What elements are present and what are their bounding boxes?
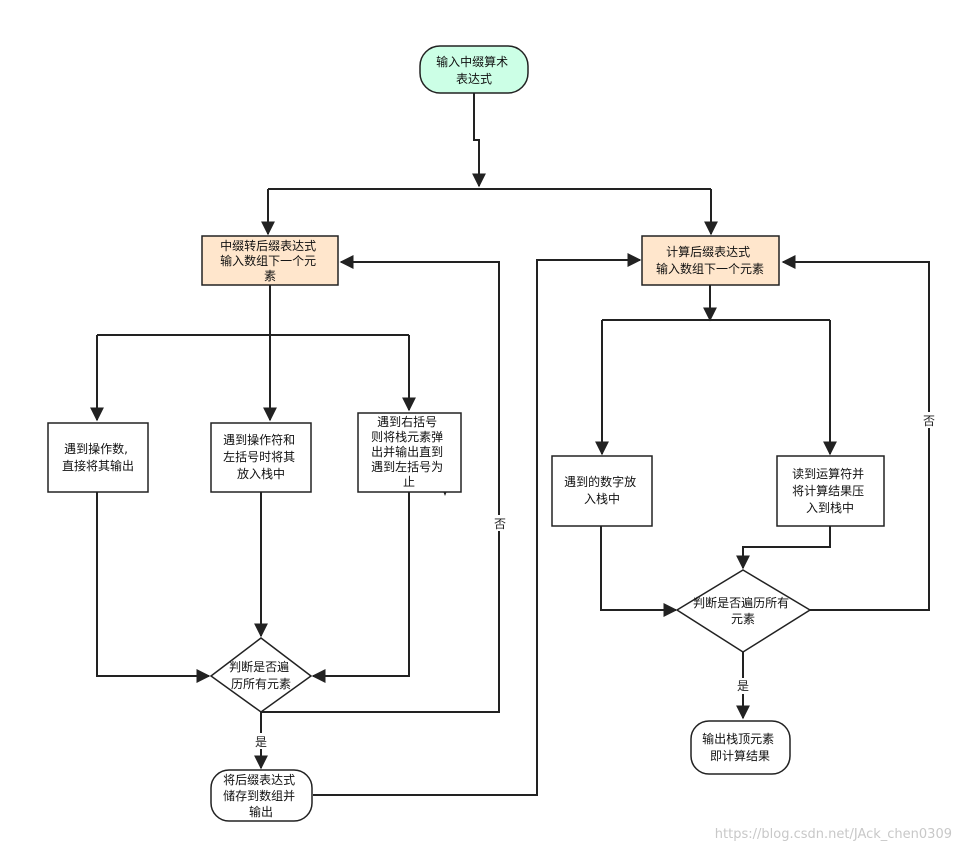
node-push-number-text: 遇到的数字放 入栈中: [564, 474, 640, 506]
node-store-output: [210, 769, 313, 822]
node-start: [419, 45, 529, 94]
edge-label-right-no: 否: [923, 414, 935, 428]
node-operand-text: 遇到操作数, 直接将其输出: [62, 441, 134, 473]
node-apply-operator: [776, 455, 885, 527]
edge-store-to-eval: [313, 253, 642, 796]
edge-label-right-yes: 是: [737, 679, 749, 693]
node-check-all-right-text: 判断是否遍历所有 元素: [693, 595, 793, 626]
node-operand: [47, 422, 149, 493]
node-eval-postfix: [641, 235, 780, 286]
node-push-number: [551, 455, 653, 527]
node-infix-to-postfix: [201, 235, 339, 286]
node-store-output-text: 将后缀表达式 储存到数组并 输出: [223, 773, 299, 819]
label-bg-right-yes: [735, 678, 751, 694]
label-bg-left-no: [492, 515, 508, 531]
edge-label-left-yes: 是: [255, 735, 267, 749]
node-infix-to-postfix-text: 中缀转后缀表达式 输入数组下一个元 素: [220, 238, 320, 283]
node-operator-lparen: [210, 422, 312, 493]
edge-label-left-no: 否: [494, 517, 506, 531]
edge-operand-to-check: [96, 492, 211, 683]
node-eval-postfix-text: 计算后缀表达式 输入数组下一个元素: [656, 244, 764, 276]
node-check-all-right: [675, 569, 812, 653]
node-apply-operator-text: 读到运算符并 将计算结果压 入到栈中: [792, 466, 868, 515]
node-output-result-text: 输出栈顶元素 即计算结果: [702, 731, 778, 763]
node-output-result: [690, 720, 791, 775]
label-bg-left-yes: [253, 733, 269, 749]
node-check-all-left: [209, 637, 313, 713]
node-operator-lparen-text: 遇到操作符和 左括号时将其 放入栈中: [223, 432, 299, 481]
edge-operator-to-check-right: [736, 526, 831, 570]
edge-check-right-no: [781, 255, 930, 611]
node-start-text: 输入中缀算术 表达式: [436, 54, 512, 86]
edge-check-left-no: [261, 255, 500, 713]
edge-number-to-check: [600, 526, 678, 617]
node-rparen: [357, 412, 462, 493]
edge-start-down: [472, 93, 486, 188]
edge-rparen-to-check: [311, 492, 410, 683]
node-rparen-text: 遇到右括号 则将栈元素弹 出并输出直到 遇到左括号为 止: [371, 414, 447, 489]
label-bg-right-no: [921, 412, 937, 428]
node-check-all-left-text: 判断是否遍 历所有元素: [229, 659, 293, 691]
watermark-text: https://blog.csdn.net/JAck_chen0309: [715, 827, 952, 842]
